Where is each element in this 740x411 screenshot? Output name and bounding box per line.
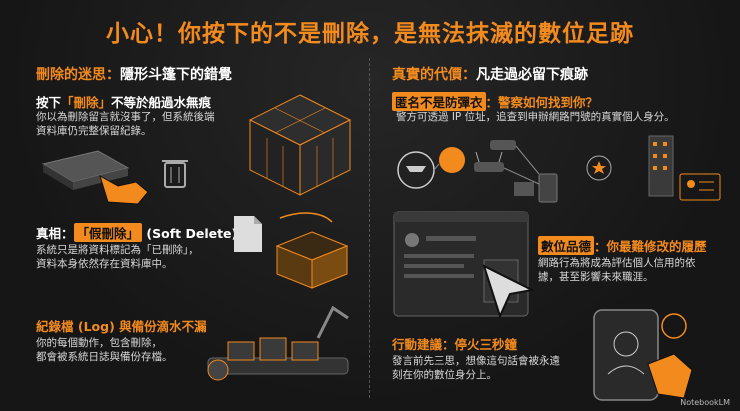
- right-heading-prefix: 真實的代價：: [392, 67, 476, 83]
- page-title: 小心！你按下的不是刪除，是無法抹滅的數位足跡: [106, 21, 634, 47]
- brand-watermark: NotebookLM: [680, 398, 730, 407]
- left-s2-body-line1: 系統只是將資料標記為「已刪除」，: [36, 244, 199, 256]
- right-s3-body-line2: 刻在你的數位身分上。: [392, 369, 497, 381]
- left-s1-body: 你以為刪除留言就沒事了，但系統後端 資料庫仍完整保留紀錄。: [36, 110, 215, 138]
- log-archive-machine-icon: [207, 305, 349, 381]
- trash-can-icon: [162, 160, 188, 188]
- delete-key-icon: [41, 150, 149, 205]
- left-s2-title-a: 真相：: [36, 226, 74, 241]
- right-s2-body-line2: 據，甚至影響未來職涯。: [538, 271, 654, 283]
- right-s3-body-line1: 發言前先三思，想像這句話會被永遠: [392, 355, 560, 367]
- right-s2-body-line1: 網路行為將成為評估個人信用的依: [538, 257, 696, 269]
- right-s3-title: 行動建議：停火三秒鐘: [392, 334, 517, 353]
- cursor-arrow-icon: [482, 264, 536, 319]
- right-s2-title-b: ：你最難修改的履歷: [594, 239, 707, 254]
- left-s1-title-a: 按下: [36, 95, 62, 110]
- left-s3-title-a: 紀錄檔 (Log) 與備份滴水不漏: [36, 319, 207, 334]
- left-section-heading: 刪除的迷思：隱形斗篷下的錯覺: [36, 64, 232, 84]
- left-heading-prefix: 刪除的迷思：: [36, 67, 120, 83]
- glowing-box-icon: [275, 212, 349, 289]
- left-s2-title-c: (Soft Delete): [146, 226, 238, 241]
- left-s3-body-line1: 你的每個動作，包含刪除，: [36, 337, 162, 349]
- left-s2-title: 真相：「假刪除」 (Soft Delete): [36, 223, 237, 242]
- left-s1-title: 按下「刪除」不等於船過水無痕: [36, 92, 211, 111]
- right-s3-body: 發言前先三思，想像這句話會被永遠 刻在你的數位身分上。: [392, 354, 560, 382]
- left-heading-text: 隱形斗篷下的錯覺: [120, 67, 232, 83]
- right-s1-title-a: 匿名不是防彈衣: [392, 92, 486, 111]
- document-icon: [234, 216, 262, 252]
- column-divider: [369, 58, 371, 398]
- right-s2-title: 數位品德：你最難修改的履歷: [538, 236, 707, 255]
- left-s3-title: 紀錄檔 (Log) 與備份滴水不漏: [36, 316, 207, 335]
- right-s3-title-a: 行動建議：停火三秒鐘: [392, 337, 518, 352]
- phone-hand-icon: [593, 309, 693, 401]
- right-s1-title-b: ：警察如何找到你？: [485, 95, 599, 110]
- left-s1-body-line2: 資料庫仍完整保留紀錄。: [36, 125, 152, 137]
- brand-text: NotebookLM: [680, 398, 730, 407]
- right-s2-title-a: 數位品德: [538, 236, 595, 255]
- right-heading-text: 凡走過必留下痕跡: [476, 67, 588, 83]
- left-s3-body-line2: 都會被系統日誌與備份存檔。: [36, 351, 173, 363]
- right-s1-body-line1: 警方可透過 IP 位址，追查到申辦網路門號的真實個人身分。: [396, 111, 675, 123]
- left-s2-title-b: 「假刪除」: [73, 223, 143, 242]
- data-cube-icon: [248, 94, 352, 196]
- left-s1-title-c: 不等於船過水無痕: [111, 95, 212, 110]
- right-s2-body: 網路行為將成為評估個人信用的依 據，甚至影響未來職涯。: [538, 256, 696, 284]
- left-s3-body: 你的每個動作，包含刪除， 都會被系統日誌與備份存檔。: [36, 336, 173, 364]
- left-s1-title-b: 「刪除」: [61, 95, 112, 110]
- left-s2-body: 系統只是將資料標記為「已刪除」， 資料本身依然存在資料庫中。: [36, 243, 199, 271]
- left-s1-body-line1: 你以為刪除留言就沒事了，但系統後端: [36, 111, 215, 123]
- network-trace-illustration: [397, 135, 721, 203]
- right-s1-title: 匿名不是防彈衣：警察如何找到你？: [392, 92, 598, 111]
- right-s1-body: 警方可透過 IP 位址，追查到申辦網路門號的真實個人身分。: [396, 110, 675, 124]
- right-section-heading: 真實的代價：凡走過必留下痕跡: [392, 64, 588, 84]
- left-s2-body-line2: 資料本身依然存在資料庫中。: [36, 258, 173, 270]
